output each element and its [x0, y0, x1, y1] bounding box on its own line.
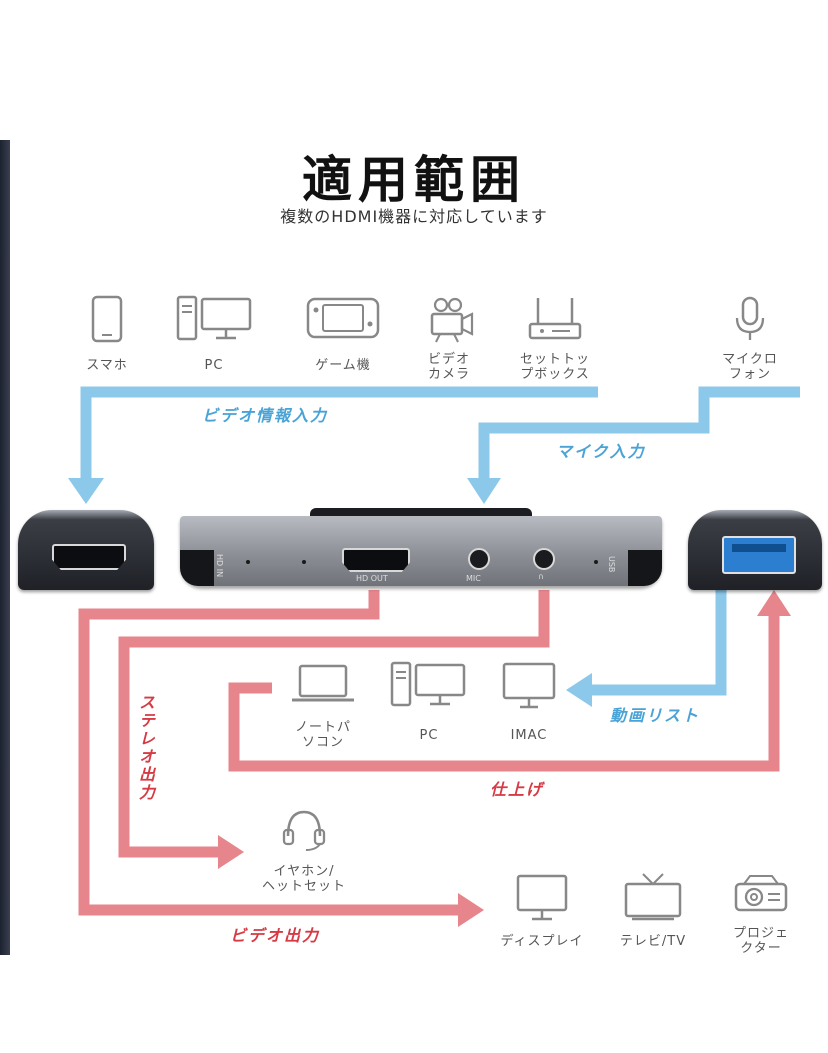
set-top-box-icon — [528, 298, 582, 340]
hd-out-label: HD OUT — [356, 574, 388, 583]
source-video-camera: ビデオ カメラ — [416, 294, 482, 382]
source-smartphone: スマホ — [74, 294, 140, 373]
target-label: ノートパ ソコン — [294, 720, 351, 750]
video-output-arrowhead — [458, 893, 484, 927]
stereo-output-arrow — [118, 590, 550, 858]
headset-icon — [282, 810, 326, 851]
capture-device-top — [310, 508, 532, 518]
video-output-arrow — [78, 590, 458, 916]
finish-arrowhead — [757, 590, 791, 616]
target-headset: イヤホン/ ヘットセット — [254, 806, 354, 894]
video-input-label: ビデオ情報入力 — [202, 406, 329, 425]
video-input-arrow — [80, 386, 598, 478]
usb-port-socket — [722, 536, 796, 574]
mic-input-arrowhead — [467, 478, 501, 504]
source-set-top-box: セットトッ プボックス — [512, 294, 598, 382]
desktop-pc-icon — [176, 295, 252, 341]
hd-out-port — [342, 548, 410, 572]
source-pc: PC — [172, 294, 256, 373]
mic-jack-label: MIC — [466, 574, 481, 583]
video-list-arrowhead — [566, 673, 592, 707]
target-laptop: ノートパ ソコン — [288, 660, 358, 750]
tv-icon — [624, 873, 682, 921]
target-label: テレビ/TV — [619, 934, 687, 949]
projector-icon — [734, 875, 788, 912]
imac-icon — [502, 662, 556, 709]
headphone-jack — [533, 548, 555, 570]
laptop-icon — [292, 664, 354, 702]
target-label: PC — [419, 728, 439, 743]
source-label: マイクロ フォン — [722, 352, 778, 382]
hdmi-port-endcap — [18, 510, 154, 590]
hdmi-in-label: HD IN — [215, 554, 224, 578]
source-label: スマホ — [86, 358, 128, 373]
target-imac: IMAC — [496, 660, 562, 743]
mic-input-arrow — [478, 386, 800, 478]
video-list-label: 動画リスト — [610, 706, 701, 725]
finish-arrow — [228, 616, 780, 772]
capture-device-side-right — [628, 550, 662, 586]
smartphone-icon — [91, 295, 123, 343]
left-edge-strip — [0, 140, 10, 955]
target-projector: プロジェ クター — [722, 872, 800, 956]
source-microphone: マイクロ フォン — [712, 294, 788, 382]
stereo-output-arrowhead — [218, 835, 244, 869]
source-label: セットトッ プボックス — [519, 352, 590, 382]
target-label: プロジェ クター — [732, 926, 789, 956]
source-label: ゲーム機 — [315, 358, 371, 373]
capture-device-body: HD IN HD OUT MIC ∩ USB — [180, 516, 662, 586]
target-tv: テレビ/TV — [610, 872, 696, 949]
video-input-arrowhead — [68, 478, 104, 504]
target-label: IMAC — [510, 728, 548, 743]
status-led — [302, 560, 306, 564]
usb-label: USB — [607, 556, 616, 573]
video-camera-icon — [430, 297, 474, 343]
source-game-console: ゲーム機 — [302, 294, 384, 373]
mic-input-label: マイク入力 — [556, 442, 646, 461]
target-label: ディスプレイ — [500, 934, 584, 949]
source-label: ビデオ カメラ — [427, 352, 470, 382]
target-pc: PC — [386, 660, 472, 743]
desktop-pc-icon — [390, 661, 466, 707]
stereo-output-label: ステレオ出力 — [136, 694, 155, 802]
page-subtitle: 複数のHDMI機器に対応しています — [280, 207, 548, 226]
usb-port-endcap — [688, 510, 822, 590]
target-display: ディスプレイ — [494, 872, 590, 949]
capture-device-side-left — [180, 550, 214, 586]
microphone-icon — [735, 296, 765, 340]
mic-jack — [468, 548, 490, 570]
page-title: 適用範囲 — [302, 151, 526, 209]
video-output-label: ビデオ出力 — [230, 926, 321, 945]
game-console-icon — [306, 297, 380, 339]
status-led — [246, 560, 250, 564]
hdmi-port-socket — [52, 544, 126, 570]
target-label: イヤホン/ ヘットセット — [261, 864, 346, 894]
headphone-jack-icon: ∩ — [538, 572, 544, 581]
finish-label: 仕上げ — [490, 780, 545, 799]
monitor-icon — [516, 874, 568, 921]
source-label: PC — [204, 358, 224, 373]
video-list-arrow — [592, 590, 727, 696]
status-led — [594, 560, 598, 564]
